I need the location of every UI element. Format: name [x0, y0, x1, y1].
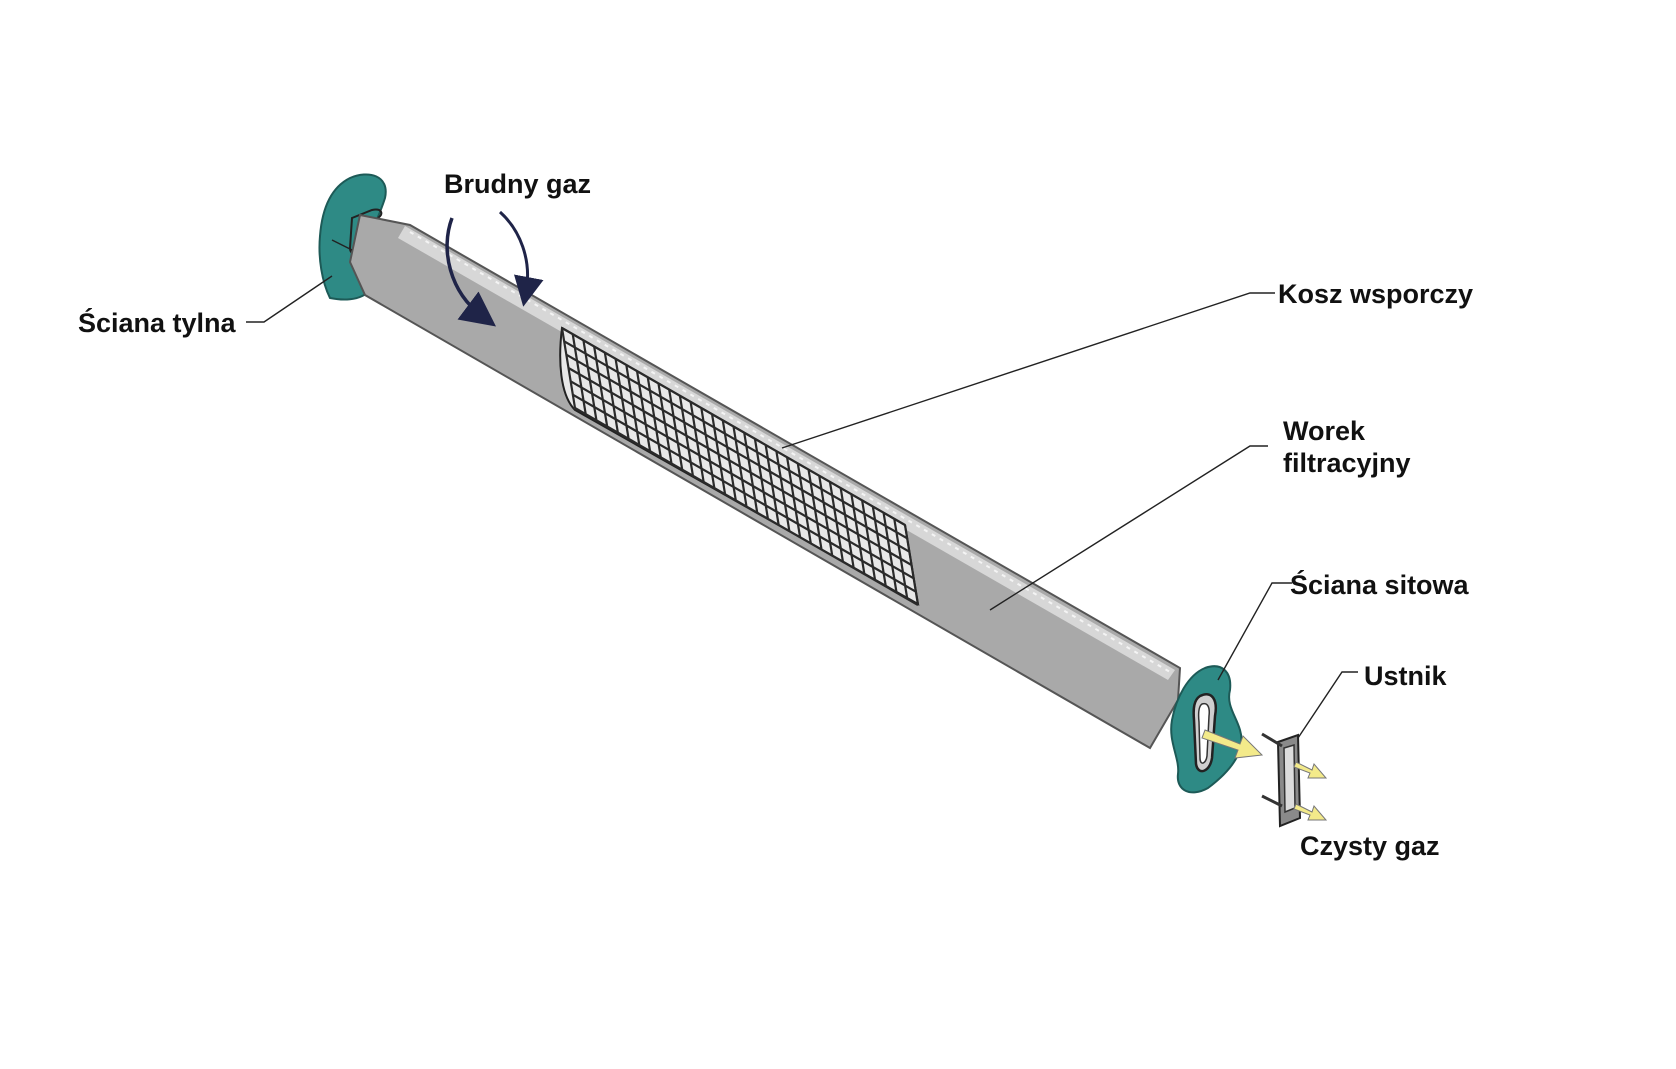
nozzle: [1261, 732, 1302, 828]
label-filter-bag-line1: Worek: [1283, 416, 1366, 446]
mesh-wire-horizontal: [561, 327, 906, 526]
leader-back-wall: [246, 275, 333, 323]
mesh-wire-horizontal: [563, 340, 908, 540]
leader-filter-bag: [989, 445, 1268, 611]
label-support-cage: Kosz wsporczy: [1278, 279, 1474, 309]
leader-support-cage: [781, 292, 1275, 449]
mesh-wire-horizontal: [565, 353, 910, 553]
leader-tube-sheet: [1217, 582, 1292, 681]
clean-gas-arrows: [1201, 729, 1328, 821]
dirty-gas-arrow-2: [498, 210, 544, 307]
leader-nozzle: [1297, 671, 1358, 739]
support-cage-mesh: [559, 326, 920, 606]
mesh-wire-horizontal: [574, 407, 919, 606]
label-tube-sheet: Ściana sitowa: [1290, 570, 1469, 600]
label-back-wall: Ściana tylna: [78, 308, 236, 338]
label-filter-bag-line2: filtracyjny: [1283, 448, 1411, 478]
bag-highlight: [398, 226, 1175, 680]
mesh-wire-horizontal: [570, 380, 915, 580]
leader-back-wall-inner: [331, 239, 353, 251]
label-dirty-gas: Brudny gaz: [444, 169, 592, 199]
mesh-wire-horizontal: [567, 367, 913, 566]
dirty-gas-arrow-1: [445, 217, 496, 327]
label-nozzle: Ustnik: [1364, 661, 1447, 691]
mesh-wire-horizontal: [572, 393, 917, 593]
label-clean-gas: Czysty gaz: [1300, 831, 1440, 861]
